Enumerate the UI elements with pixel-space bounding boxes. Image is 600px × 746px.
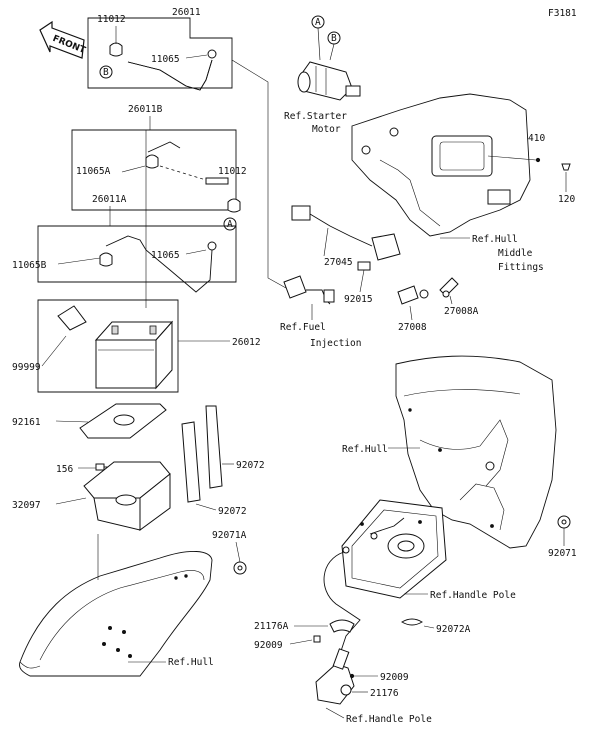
part-26012: 26012 — [232, 337, 261, 348]
relay-harness-icon — [291, 205, 401, 271]
part-92161: 92161 — [12, 417, 41, 428]
clamp-21176A-icon — [329, 619, 355, 633]
figure-id: F3181 — [548, 8, 577, 19]
part-26011A: 26011A — [92, 194, 127, 205]
part-92015: 92015 — [344, 294, 373, 305]
ref-starter-line1: Ref.Starter — [284, 111, 347, 122]
callout-b-left — [99, 65, 113, 79]
ref-fuel-line1: Ref.Fuel — [280, 322, 326, 333]
svg-text:A: A — [315, 17, 321, 28]
svg-text:B: B — [331, 33, 337, 44]
part-27045: 27045 — [324, 257, 353, 268]
part-11065B: 11065B — [12, 260, 47, 271]
strap-b-icon — [205, 405, 223, 489]
part-92009-b: 92009 — [380, 672, 409, 683]
part-11012-mid: 11012 — [218, 166, 247, 177]
svg-text:A: A — [227, 219, 233, 230]
ref-handle-pole-1: Ref.Handle Pole — [430, 590, 516, 601]
ref-hull-mid-line1: Ref.Hull — [472, 234, 518, 245]
battery-icon — [94, 320, 174, 390]
part-21176: 21176 — [370, 688, 399, 699]
callout-a-mid — [223, 217, 237, 231]
part-21176A: 21176A — [254, 621, 289, 632]
part-27008: 27008 — [398, 322, 427, 333]
screw-icon — [561, 163, 571, 171]
connector-27008-icon — [397, 285, 429, 305]
part-92072A: 92072A — [436, 624, 471, 635]
fuel-injection-connector-icon — [283, 275, 335, 305]
part-120: 120 — [558, 194, 575, 205]
starter-motor-icon — [297, 61, 361, 101]
front-arrow-icon: FRONT — [39, 20, 87, 59]
svg-text:B: B — [103, 67, 109, 78]
part-11065-top: 11065 — [151, 54, 180, 65]
strap-a-icon — [181, 421, 201, 503]
ref-starter-line2: Motor — [312, 124, 341, 135]
handle-pole-base-icon — [341, 499, 447, 599]
label-sheet-icon — [57, 305, 87, 331]
part-26011B: 26011B — [128, 104, 163, 115]
part-26011: 26011 — [172, 7, 201, 18]
handle-pole-sensor-icon — [315, 648, 355, 705]
clip-92072A-icon — [401, 618, 423, 626]
bolt-icon — [95, 463, 105, 471]
ref-hull-mid-line2: Middle — [498, 248, 533, 259]
battery-case-icon — [83, 461, 171, 531]
part-99999: 99999 — [12, 362, 41, 373]
terminal-icon — [207, 49, 217, 59]
part-92009-a: 92009 — [254, 640, 283, 651]
part-27008A: 27008A — [444, 306, 479, 317]
part-11012-top: 11012 — [97, 14, 126, 25]
ref-handle-pole-2: Ref.Handle Pole — [346, 714, 432, 725]
ref-fuel-line2: Injection — [310, 338, 361, 349]
part-156: 156 — [56, 464, 73, 475]
part-410: 410 — [528, 133, 545, 144]
hull-bottom-left-shape — [19, 551, 213, 677]
cap-11012-icon — [109, 42, 123, 57]
part-92071: 92071 — [548, 548, 577, 559]
cable-26011-group — [87, 17, 233, 89]
part-92071A: 92071A — [212, 530, 247, 541]
part-11065A: 11065A — [76, 166, 111, 177]
hull-middle-fittings-shape — [351, 93, 531, 237]
part-32097: 32097 — [12, 500, 41, 511]
part-11065-mid: 11065 — [151, 250, 180, 261]
part-92072-b: 92072 — [218, 506, 247, 517]
part-92072-a: 92072 — [236, 460, 265, 471]
connector-icon — [205, 177, 229, 185]
ref-hull-mid-line3: Fittings — [498, 262, 544, 273]
ref-hull-bottom: Ref.Hull — [168, 657, 214, 668]
ref-hull-right: Ref.Hull — [342, 444, 388, 455]
connector-27008A-icon — [439, 277, 459, 298]
